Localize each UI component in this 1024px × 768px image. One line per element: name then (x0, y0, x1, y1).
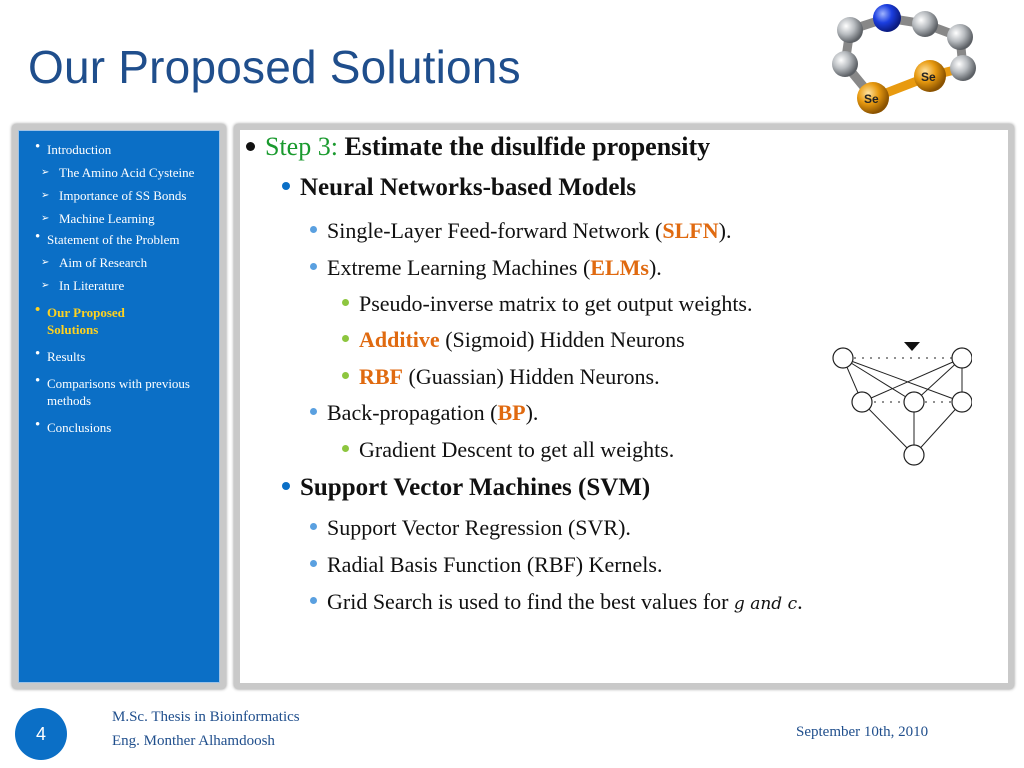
bullet-dot (282, 182, 290, 191)
outline-item-statement-of-problem[interactable]: •Statement of the Problem (35, 229, 180, 247)
atom-label-se-1: Se (921, 70, 936, 84)
outline-item-conclusions[interactable]: •Conclusions (35, 417, 112, 435)
atom-label-se-2: Se (864, 92, 879, 106)
bullet-elm: Extreme Learning Machines (ELMs). (310, 255, 662, 281)
bullet-dot (310, 263, 317, 271)
outline-item-amino-acid-cysteine[interactable]: ➢The Amino Acid Cysteine (41, 165, 195, 180)
bullet-dot (310, 408, 317, 416)
bullet-rbf-neurons: RBF (Guassian) Hidden Neurons. (342, 364, 660, 390)
outline-item-in-literature[interactable]: ➢In Literature (41, 278, 125, 293)
bullet-additive: Additive (Sigmoid) Hidden Neurons (342, 327, 685, 353)
outline-item-aim-of-research[interactable]: ➢Aim of Research (41, 255, 148, 270)
bullet-dot (310, 523, 317, 531)
bullet-dot (342, 445, 349, 453)
bullet-dot (282, 482, 290, 491)
footer-date: September 10th, 2010 (796, 724, 929, 740)
outline-list: •Introduction ➢The Amino Acid Cysteine ➢… (19, 131, 219, 436)
bullet-dot (310, 226, 317, 234)
outline-item-proposed-solutions[interactable]: •Our Proposed Solutions (35, 302, 125, 337)
footer-thesis-line: M.Sc. Thesis in Bioinformatics (112, 709, 300, 725)
bullet-dot (310, 597, 317, 605)
outline-item-introduction[interactable]: •Introduction (35, 139, 112, 157)
bullet-svr: Support Vector Regression (SVR). (310, 515, 631, 541)
bullet-dot (310, 560, 317, 568)
bullet-dot (342, 372, 349, 380)
molecule-illustration: Se Se (832, 4, 976, 114)
bullet-nn-heading: Neural Networks-based Models (282, 174, 636, 202)
bullet-dot (342, 335, 349, 343)
outline-item-machine-learning[interactable]: ➢Machine Learning (41, 211, 155, 226)
bullet-grid-search: Grid Search is used to find the best val… (310, 589, 803, 615)
content-panel (240, 130, 1008, 683)
page-number-badge: 4 (15, 708, 67, 760)
bullet-svm-heading: Support Vector Machines (SVM) (282, 474, 650, 502)
outline-item-results[interactable]: •Results (35, 346, 86, 364)
bullet-bp: Back-propagation (BP). (310, 400, 538, 426)
neural-network-diagram (832, 342, 972, 466)
bullet-slfn: Single-Layer Feed-forward Network (SLFN)… (310, 218, 731, 244)
sidebar-outline: •Introduction ➢The Amino Acid Cysteine ➢… (18, 130, 220, 683)
footer-author-line: Eng. Monther Alhamdoosh (112, 733, 275, 749)
bullet-dot (342, 299, 349, 307)
bullet-rbf-kernels: Radial Basis Function (RBF) Kernels. (310, 552, 662, 578)
slide-title: Our Proposed Solutions (28, 41, 521, 93)
bullet-step3: Step 3: Estimate the disulfide propensit… (246, 132, 710, 162)
bullet-gd: Gradient Descent to get all weights. (342, 437, 674, 463)
outline-item-comparisons[interactable]: •Comparisons with previous methods (35, 373, 190, 408)
bullet-dot (246, 141, 255, 151)
outline-item-ss-bonds[interactable]: ➢Importance of SS Bonds (41, 188, 187, 203)
bullet-pinv: Pseudo-inverse matrix to get output weig… (342, 291, 753, 317)
